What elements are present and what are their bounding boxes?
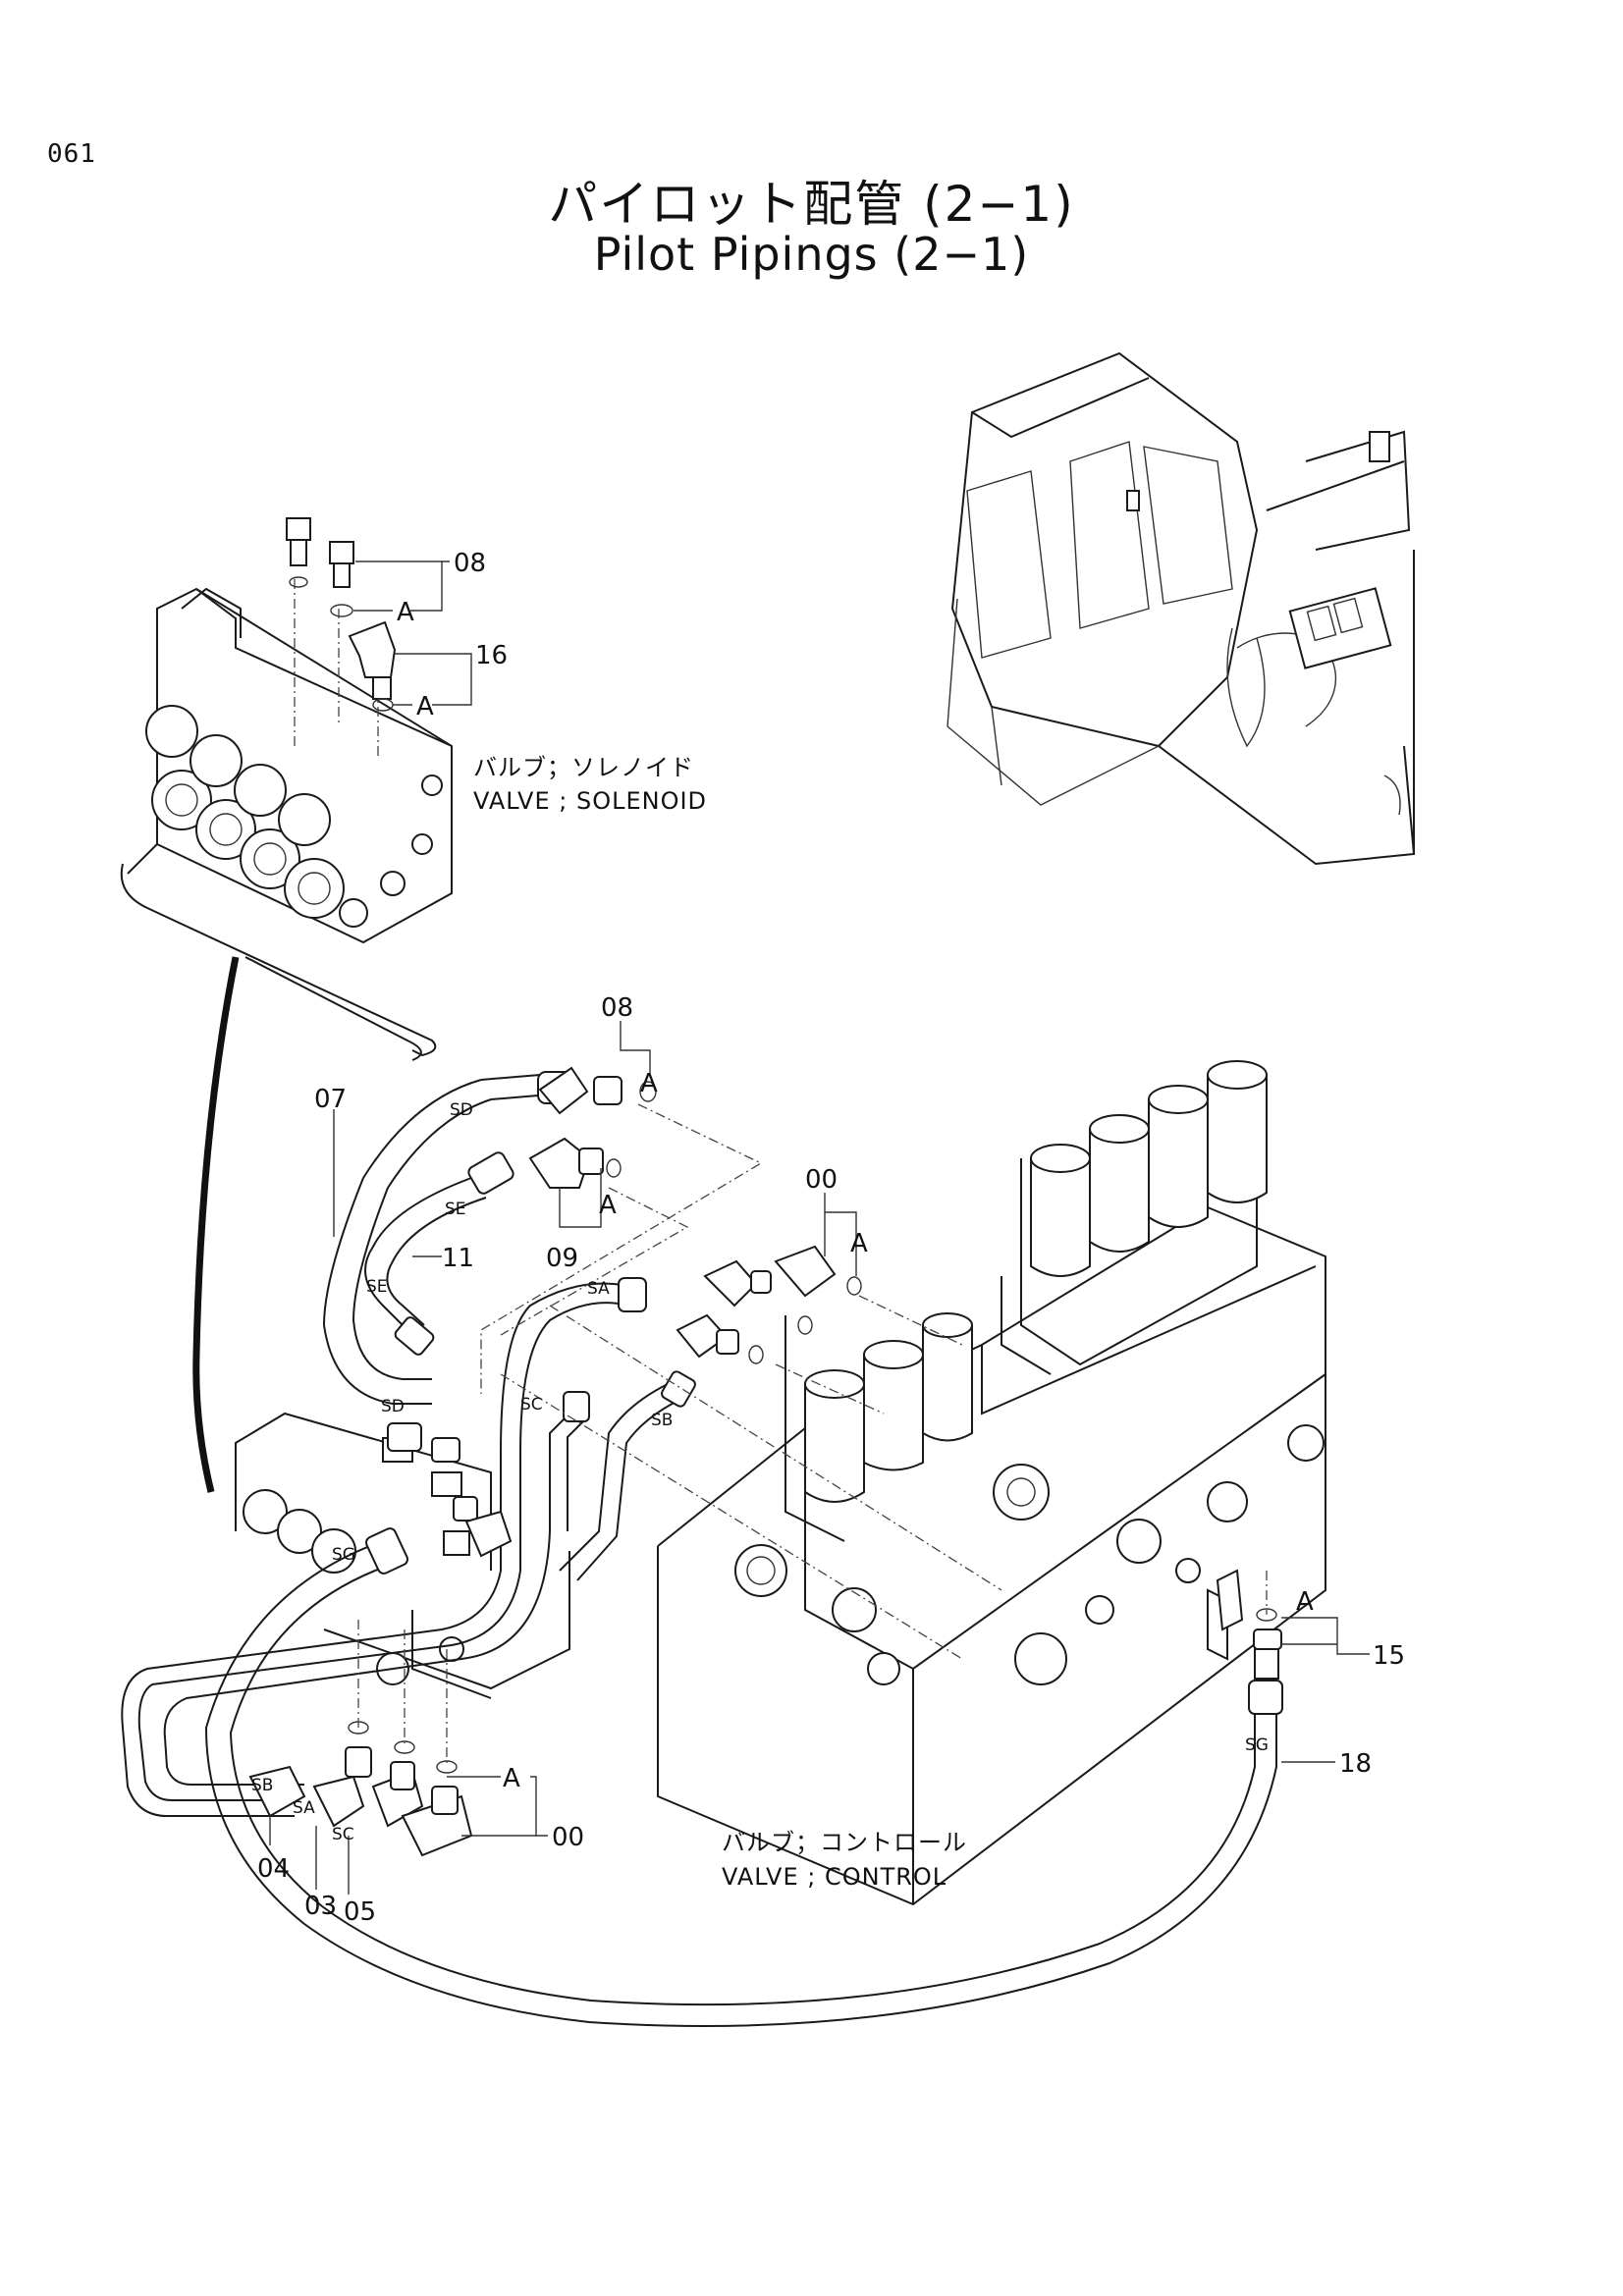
page-number: 061 [47,139,96,169]
bottom-label-03: 03 [304,1892,337,1921]
page-title-english: Pilot Pipings (2−1) [593,228,1030,281]
pipe-label-a-middle: A [599,1191,617,1220]
solenoid-fittings [286,517,397,712]
solenoid-valve-mounted [235,1412,570,1699]
tag-sb-upper: SB [651,1411,673,1430]
solenoid-label-16: 16 [475,641,508,670]
bottom-label-05: 05 [344,1897,376,1927]
solenoid-label-08: 08 [454,549,486,578]
solenoid-valve-caption-en: VALVE ; SOLENOID [473,787,707,815]
solenoid-label-a-lower: A [416,692,434,721]
valve-label-00-top: 00 [805,1165,838,1195]
tag-sg-left: SG [332,1545,355,1565]
detail-callout-bracket [120,863,437,1493]
leader-lines [269,1021,1370,1895]
control-valve-illustration [657,1060,1326,1906]
tag-sg-right: SG [1245,1735,1269,1755]
pipe-label-a-upper: A [640,1069,658,1098]
valve-label-a-top: A [850,1229,868,1258]
tag-se-lower: SE [366,1277,388,1297]
tag-sc-lower: SC [332,1825,354,1844]
tag-se-upper: SE [445,1200,466,1219]
pilot-hoses [121,1071,1283,2027]
hose-label-18: 18 [1339,1749,1372,1779]
solenoid-valve-caption-jp: バルブ；ソレノイド [473,754,694,781]
bottom-label-04: 04 [257,1854,290,1884]
tag-sd-lower: SD [381,1397,405,1416]
bottom-fittings [248,1422,513,1857]
pipe-label-07: 07 [314,1085,347,1114]
valve-right-fittings [1253,1608,1282,1650]
valve-label-a-right: A [1296,1587,1314,1617]
solenoid-valve-illustration [127,579,453,944]
bottom-label-a: A [503,1764,520,1793]
control-valve-caption-jp: バルブ；コントロール [722,1829,967,1856]
upper-fittings [528,1066,862,1364]
pipe-label-09: 09 [546,1244,578,1273]
tag-sa-upper: SA [587,1279,610,1299]
bottom-label-00: 00 [552,1823,584,1852]
alignment-lines [357,1103,1268,1767]
tag-sc-upper: SC [520,1395,543,1415]
valve-label-15: 15 [1373,1641,1405,1671]
page-title-japanese: パイロット配管 (2−1) [548,176,1075,233]
pipe-label-11: 11 [442,1244,474,1273]
solenoid-label-a-upper: A [397,598,414,627]
excavator-cab-illustration [947,351,1416,866]
pipe-label-08: 08 [601,993,633,1023]
control-valve-caption-en: VALVE ; CONTROL [722,1863,947,1891]
tag-sa-lower: SA [293,1798,315,1818]
tag-sb-lower: SB [251,1776,273,1795]
tag-sd-upper: SD [450,1100,473,1120]
